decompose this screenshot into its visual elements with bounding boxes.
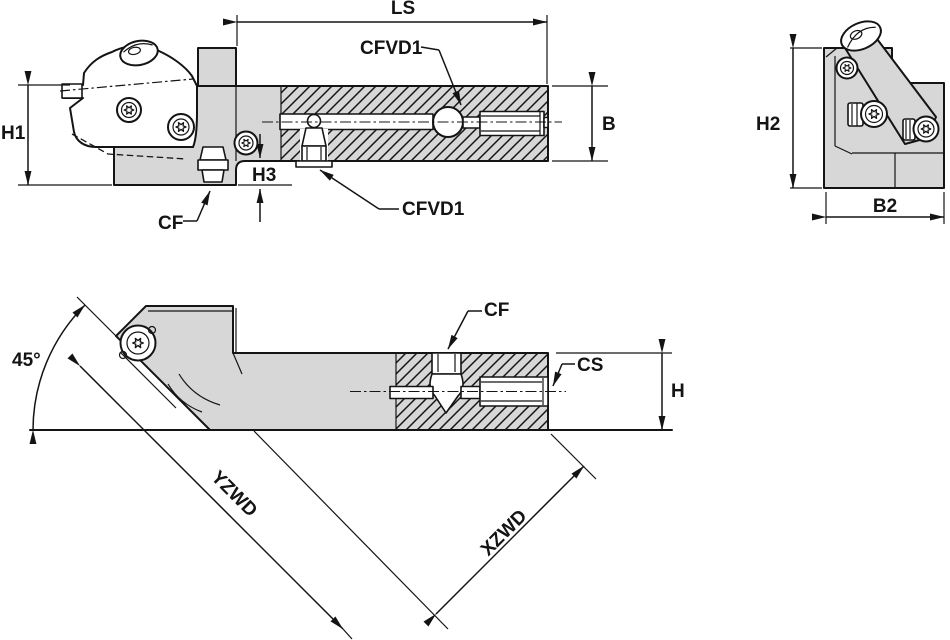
coolant-valve-side <box>295 113 333 168</box>
label-b: B <box>602 114 616 135</box>
label-h1: H1 <box>1 123 26 144</box>
leader-cf-plan: CF <box>447 300 509 350</box>
dome-screw-end <box>840 20 882 52</box>
leader-cfvd1-lower: CFVD1 <box>319 169 465 220</box>
head-screw-2 <box>167 113 195 141</box>
dim-h: H <box>556 338 685 431</box>
dim-h2: H2 <box>756 33 822 189</box>
dim-h3: H3 <box>238 134 292 222</box>
label-cf-side: CF <box>158 213 183 234</box>
leader-cfvd1-upper: CFVD1 <box>360 38 462 106</box>
dim-b2: B2 <box>811 192 945 224</box>
side-view <box>59 39 562 186</box>
dome-screw-side <box>119 39 159 67</box>
plan-view <box>115 305 566 431</box>
head-screw-1 <box>116 97 142 123</box>
cf-fitting-side <box>197 146 229 183</box>
label-h3: H3 <box>252 165 276 186</box>
dim-angle: 45° <box>12 296 118 445</box>
end-screw-top <box>835 56 859 80</box>
label-ls: LS <box>391 0 415 19</box>
label-h: H <box>671 381 685 402</box>
side-view-dimensions: LS H1 B H3 CF CFVD <box>1 0 616 234</box>
cutting-head <box>59 39 198 160</box>
dim-h1: H1 <box>1 70 112 186</box>
label-b2: B2 <box>873 196 897 217</box>
end-screw-middle <box>847 100 888 128</box>
plan-view-dimensions: 45° YZWD XZWD H CF CS <box>12 296 685 640</box>
side-view-top-block <box>197 47 237 87</box>
label-cfvd1-upper: CFVD1 <box>360 38 423 59</box>
end-screw-right <box>902 115 940 143</box>
cf-port-plan <box>429 352 464 414</box>
label-cf-plan: CF <box>484 300 509 321</box>
end-view: H2 B2 <box>756 20 945 224</box>
label-yzwd: YZWD <box>207 467 261 521</box>
label-h2: H2 <box>756 114 780 135</box>
round-insert <box>118 324 157 362</box>
dim-ls: LS <box>222 0 548 84</box>
leader-cf-side: CF <box>158 190 211 234</box>
label-cs: CS <box>577 355 603 376</box>
clamp-screw-side <box>233 130 259 156</box>
dim-b: B <box>552 71 616 162</box>
label-angle: 45° <box>12 350 41 371</box>
label-xzwd: XZWD <box>477 506 531 560</box>
dim-xzwd: XZWD <box>253 430 597 630</box>
leader-cs: CS <box>552 355 603 387</box>
threaded-bore-side <box>479 110 545 137</box>
label-cfvd1-lower: CFVD1 <box>402 199 465 220</box>
